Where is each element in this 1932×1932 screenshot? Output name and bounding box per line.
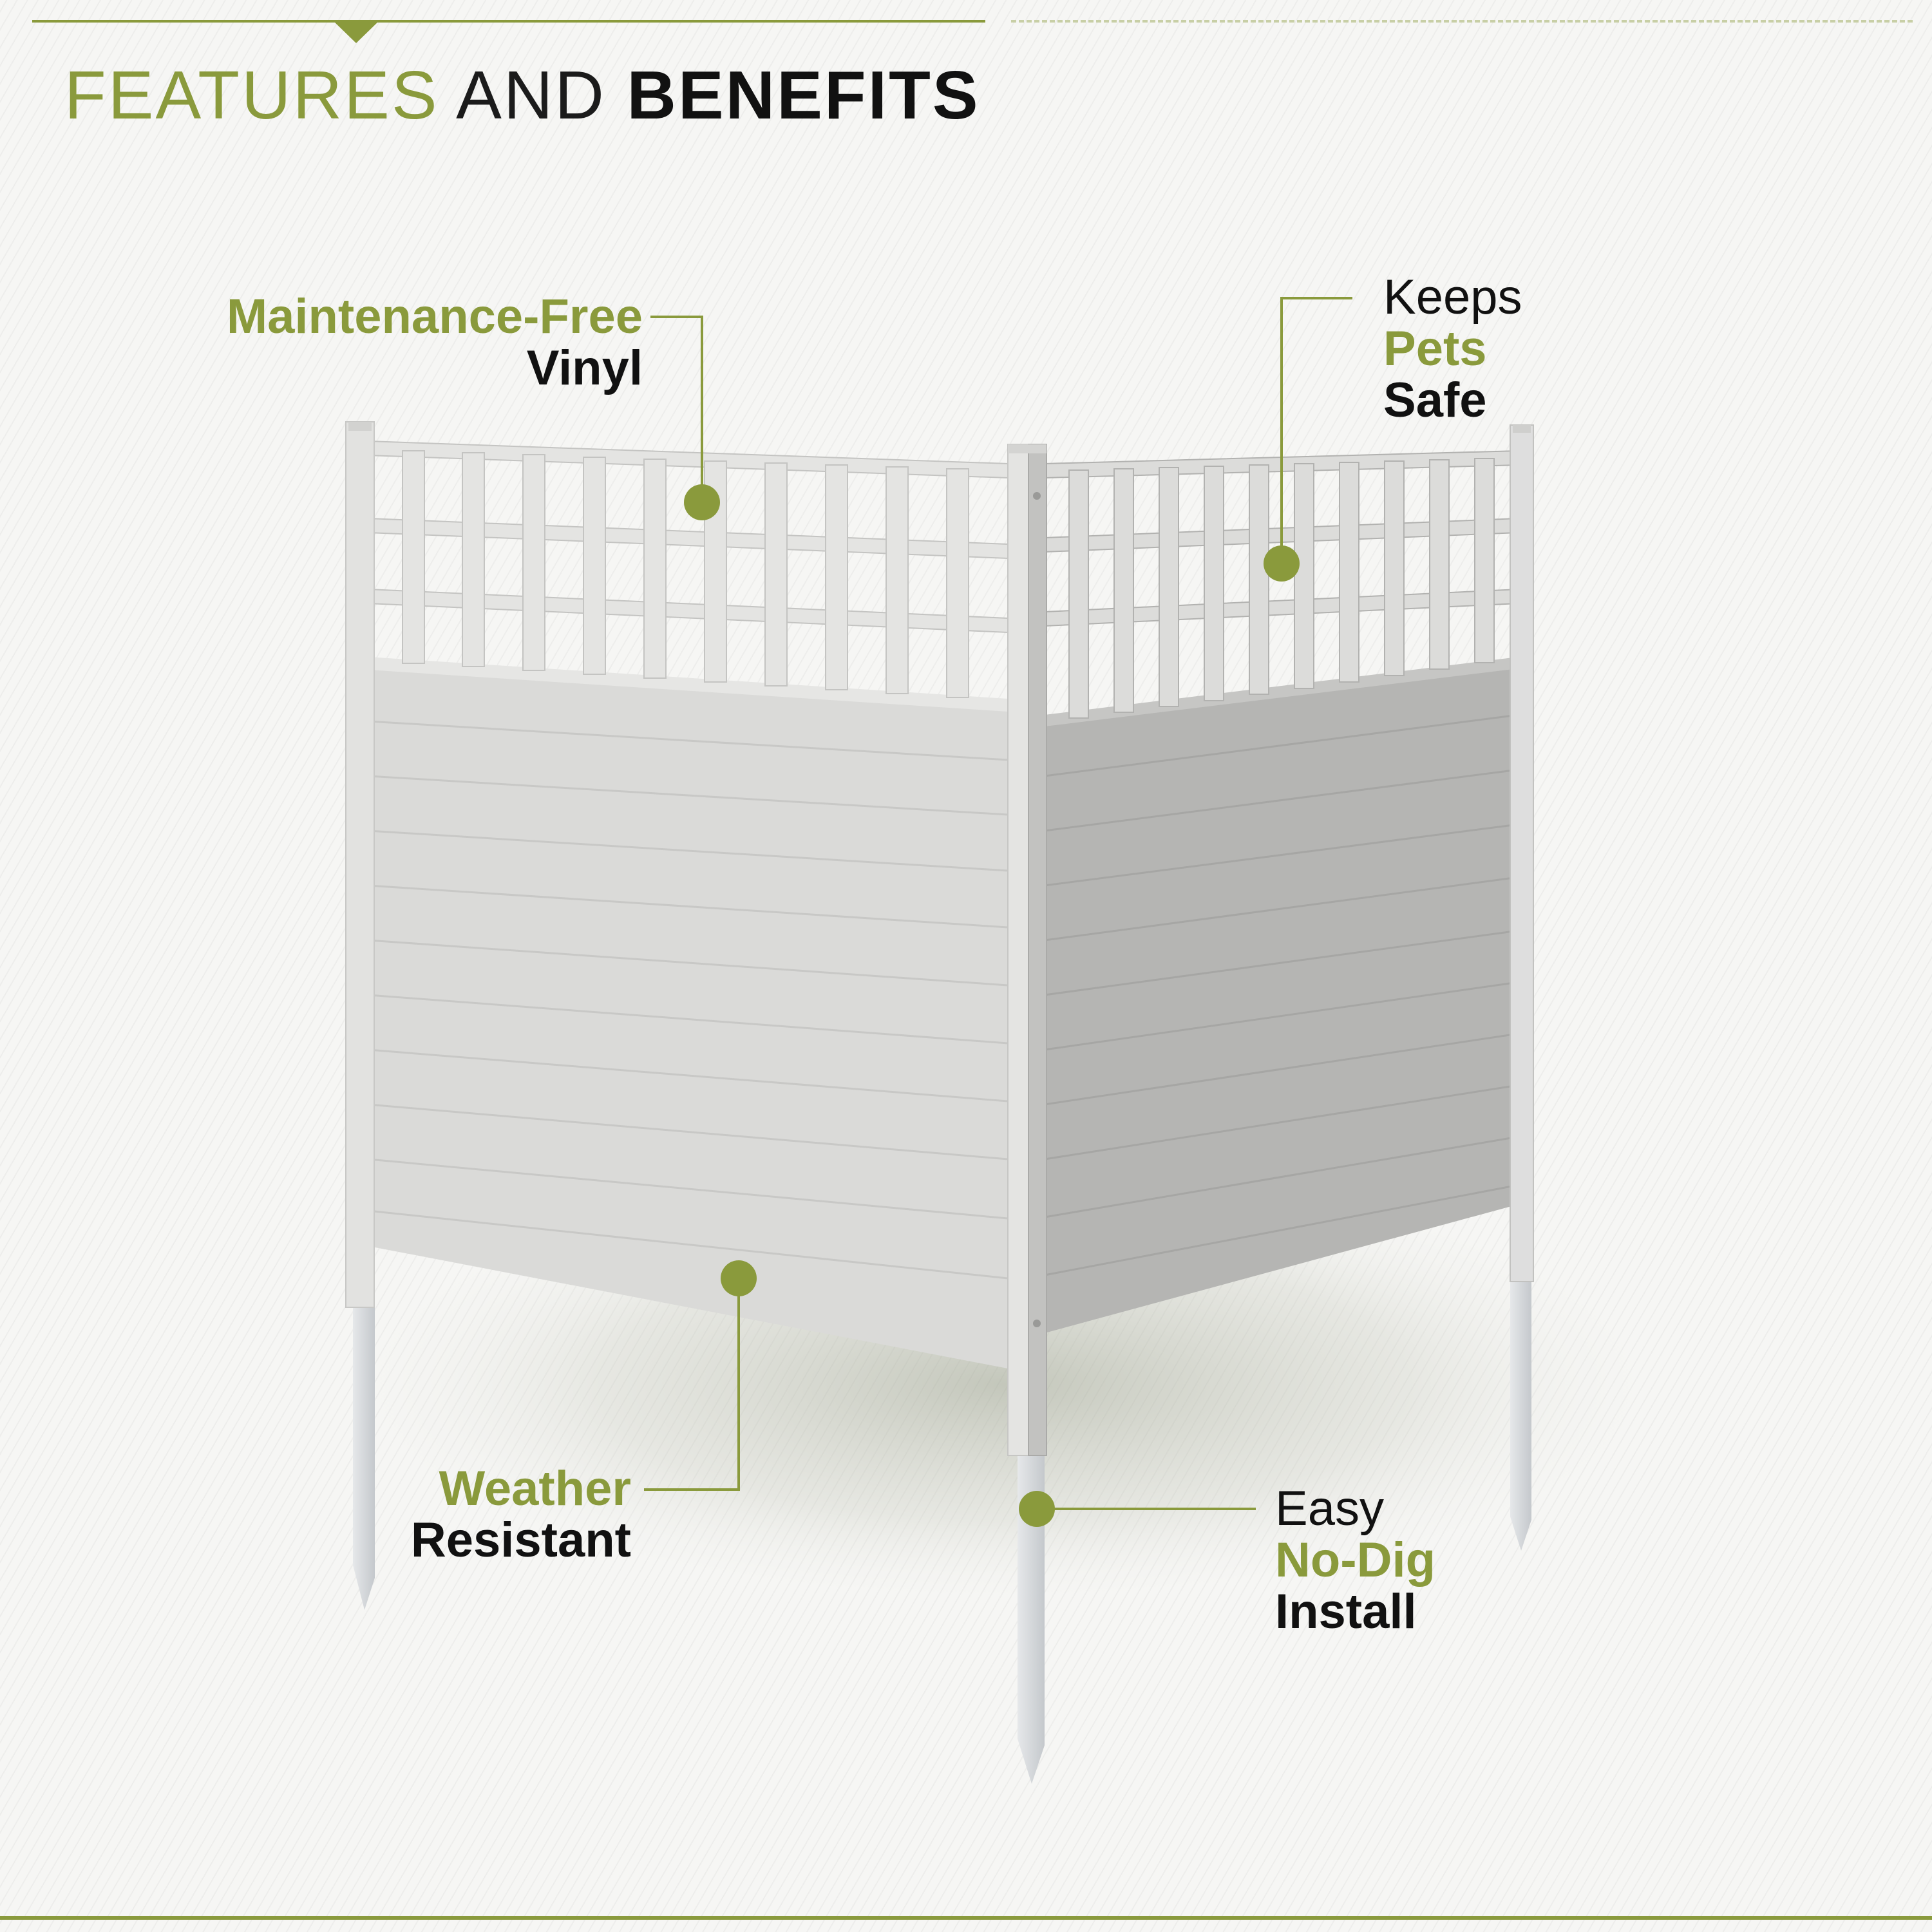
title-word-features: FEATURES <box>64 57 439 133</box>
title-word-benefits: BENEFITS <box>627 57 980 133</box>
callout-weather-line1: Weather <box>439 1461 631 1516</box>
callout-weather-line2: Resistant <box>410 1513 631 1567</box>
heading-pointer-icon <box>334 21 379 43</box>
callout-install-line2: No-Dig <box>1275 1533 1436 1587</box>
callout-weather-resistant: Weather Resistant <box>411 1463 631 1566</box>
right-panel <box>1044 424 1534 1333</box>
callout-easy-no-dig-install: Easy No-Dig Install <box>1275 1483 1435 1638</box>
bottom-rule <box>0 1916 1932 1920</box>
callout-keeps-pets-safe: Keeps Pets Safe <box>1383 272 1522 426</box>
callout-install-line1: Easy <box>1275 1481 1384 1536</box>
callout-maintenance-line2: Vinyl <box>526 341 643 395</box>
callout-pets-line2: Pets <box>1383 321 1487 376</box>
callout-connectors <box>644 297 1352 1527</box>
callout-install-line3: Install <box>1275 1584 1417 1639</box>
title-word-and: AND <box>456 57 606 133</box>
callout-pets-line1: Keeps <box>1383 270 1522 325</box>
page-title: FEATURES AND BENEFITS <box>64 61 980 129</box>
corner-post <box>1007 444 1047 1456</box>
left-panel <box>345 421 1009 1368</box>
callout-maintenance-free: Maintenance-Free Vinyl <box>227 291 643 394</box>
top-rule-dashed <box>1011 20 1913 23</box>
stakes <box>353 1272 1531 1784</box>
callout-pets-line3: Safe <box>1383 373 1487 428</box>
top-rule-solid <box>32 20 985 23</box>
callout-maintenance-line1: Maintenance-Free <box>226 289 643 344</box>
